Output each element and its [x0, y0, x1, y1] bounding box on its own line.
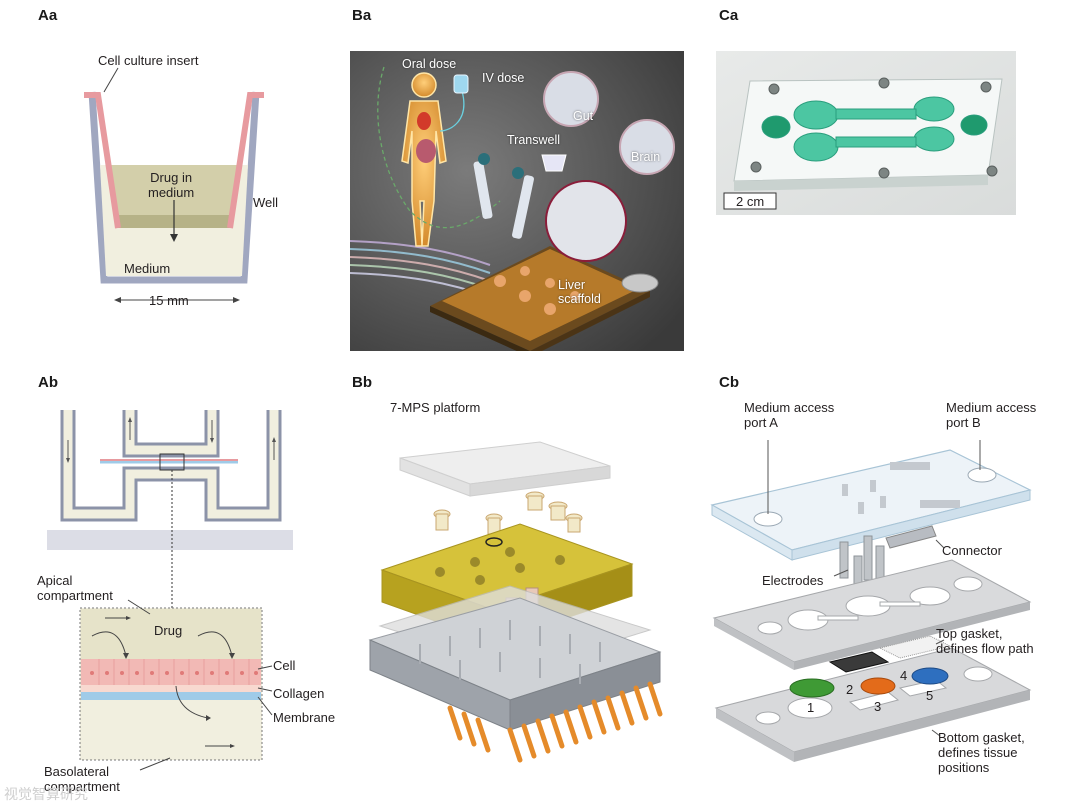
- panel-label-ab: Ab: [38, 374, 58, 391]
- label-position-5: 5: [926, 688, 934, 703]
- chip-photograph: [716, 51, 1016, 215]
- panel-label-aa: Aa: [38, 7, 58, 24]
- label-connector: Connector: [942, 543, 1002, 558]
- label-position-2: 2: [846, 682, 854, 697]
- label-drug-zoom: Drug: [154, 623, 183, 638]
- label-drug-in-medium: Drug in medium: [148, 170, 195, 200]
- label-cell-culture-insert: Cell culture insert: [98, 53, 199, 68]
- label-scale-2cm: 2 cm: [736, 194, 765, 209]
- panel-label-ca: Ca: [719, 7, 739, 24]
- label-gut: Gut: [573, 109, 594, 123]
- label-collagen: Collagen: [273, 686, 325, 701]
- label-port-b: Medium access port B: [946, 400, 1037, 430]
- label-brain: Brain: [631, 150, 661, 164]
- label-liver-scaffold: Liver scaffold: [558, 278, 601, 306]
- label-apical-compartment: Apical compartment: [37, 573, 113, 603]
- label-7mps-platform: 7-MPS platform: [390, 400, 481, 415]
- label-membrane: Membrane: [273, 710, 336, 725]
- label-position-3: 3: [874, 699, 882, 714]
- label-iv-dose: IV dose: [482, 71, 525, 85]
- label-oral-dose: Oral dose: [402, 57, 457, 71]
- label-top-gasket: Top gasket, defines flow path: [936, 626, 1034, 656]
- chip-exploded-view: [710, 440, 1032, 762]
- mps-platform-exploded-view: [368, 441, 663, 763]
- label-position-4: 4: [900, 668, 908, 683]
- barrier-model-diagram: [47, 410, 293, 771]
- label-position-1: 1: [807, 700, 815, 715]
- panel-label-bb: Bb: [352, 374, 372, 391]
- body-on-chip-illustration: [350, 51, 684, 351]
- label-cell: Cell: [273, 658, 296, 673]
- panel-label-ba: Ba: [352, 7, 372, 24]
- label-bottom-gasket: Bottom gasket, defines tissue positions: [938, 730, 1025, 775]
- label-basolateral-compartment: Basolateral compartment: [44, 764, 120, 794]
- well-insert-diagram: [84, 67, 264, 303]
- panel-label-cb: Cb: [719, 374, 739, 391]
- label-scale-15mm: 15 mm: [149, 293, 189, 308]
- watermark: 视觉智算研究: [4, 786, 88, 802]
- label-medium: Medium: [124, 261, 171, 276]
- label-port-a: Medium access port A: [744, 400, 835, 430]
- label-well: Well: [253, 195, 279, 210]
- label-transwell: Transwell: [507, 133, 561, 147]
- label-electrodes: Electrodes: [762, 573, 824, 588]
